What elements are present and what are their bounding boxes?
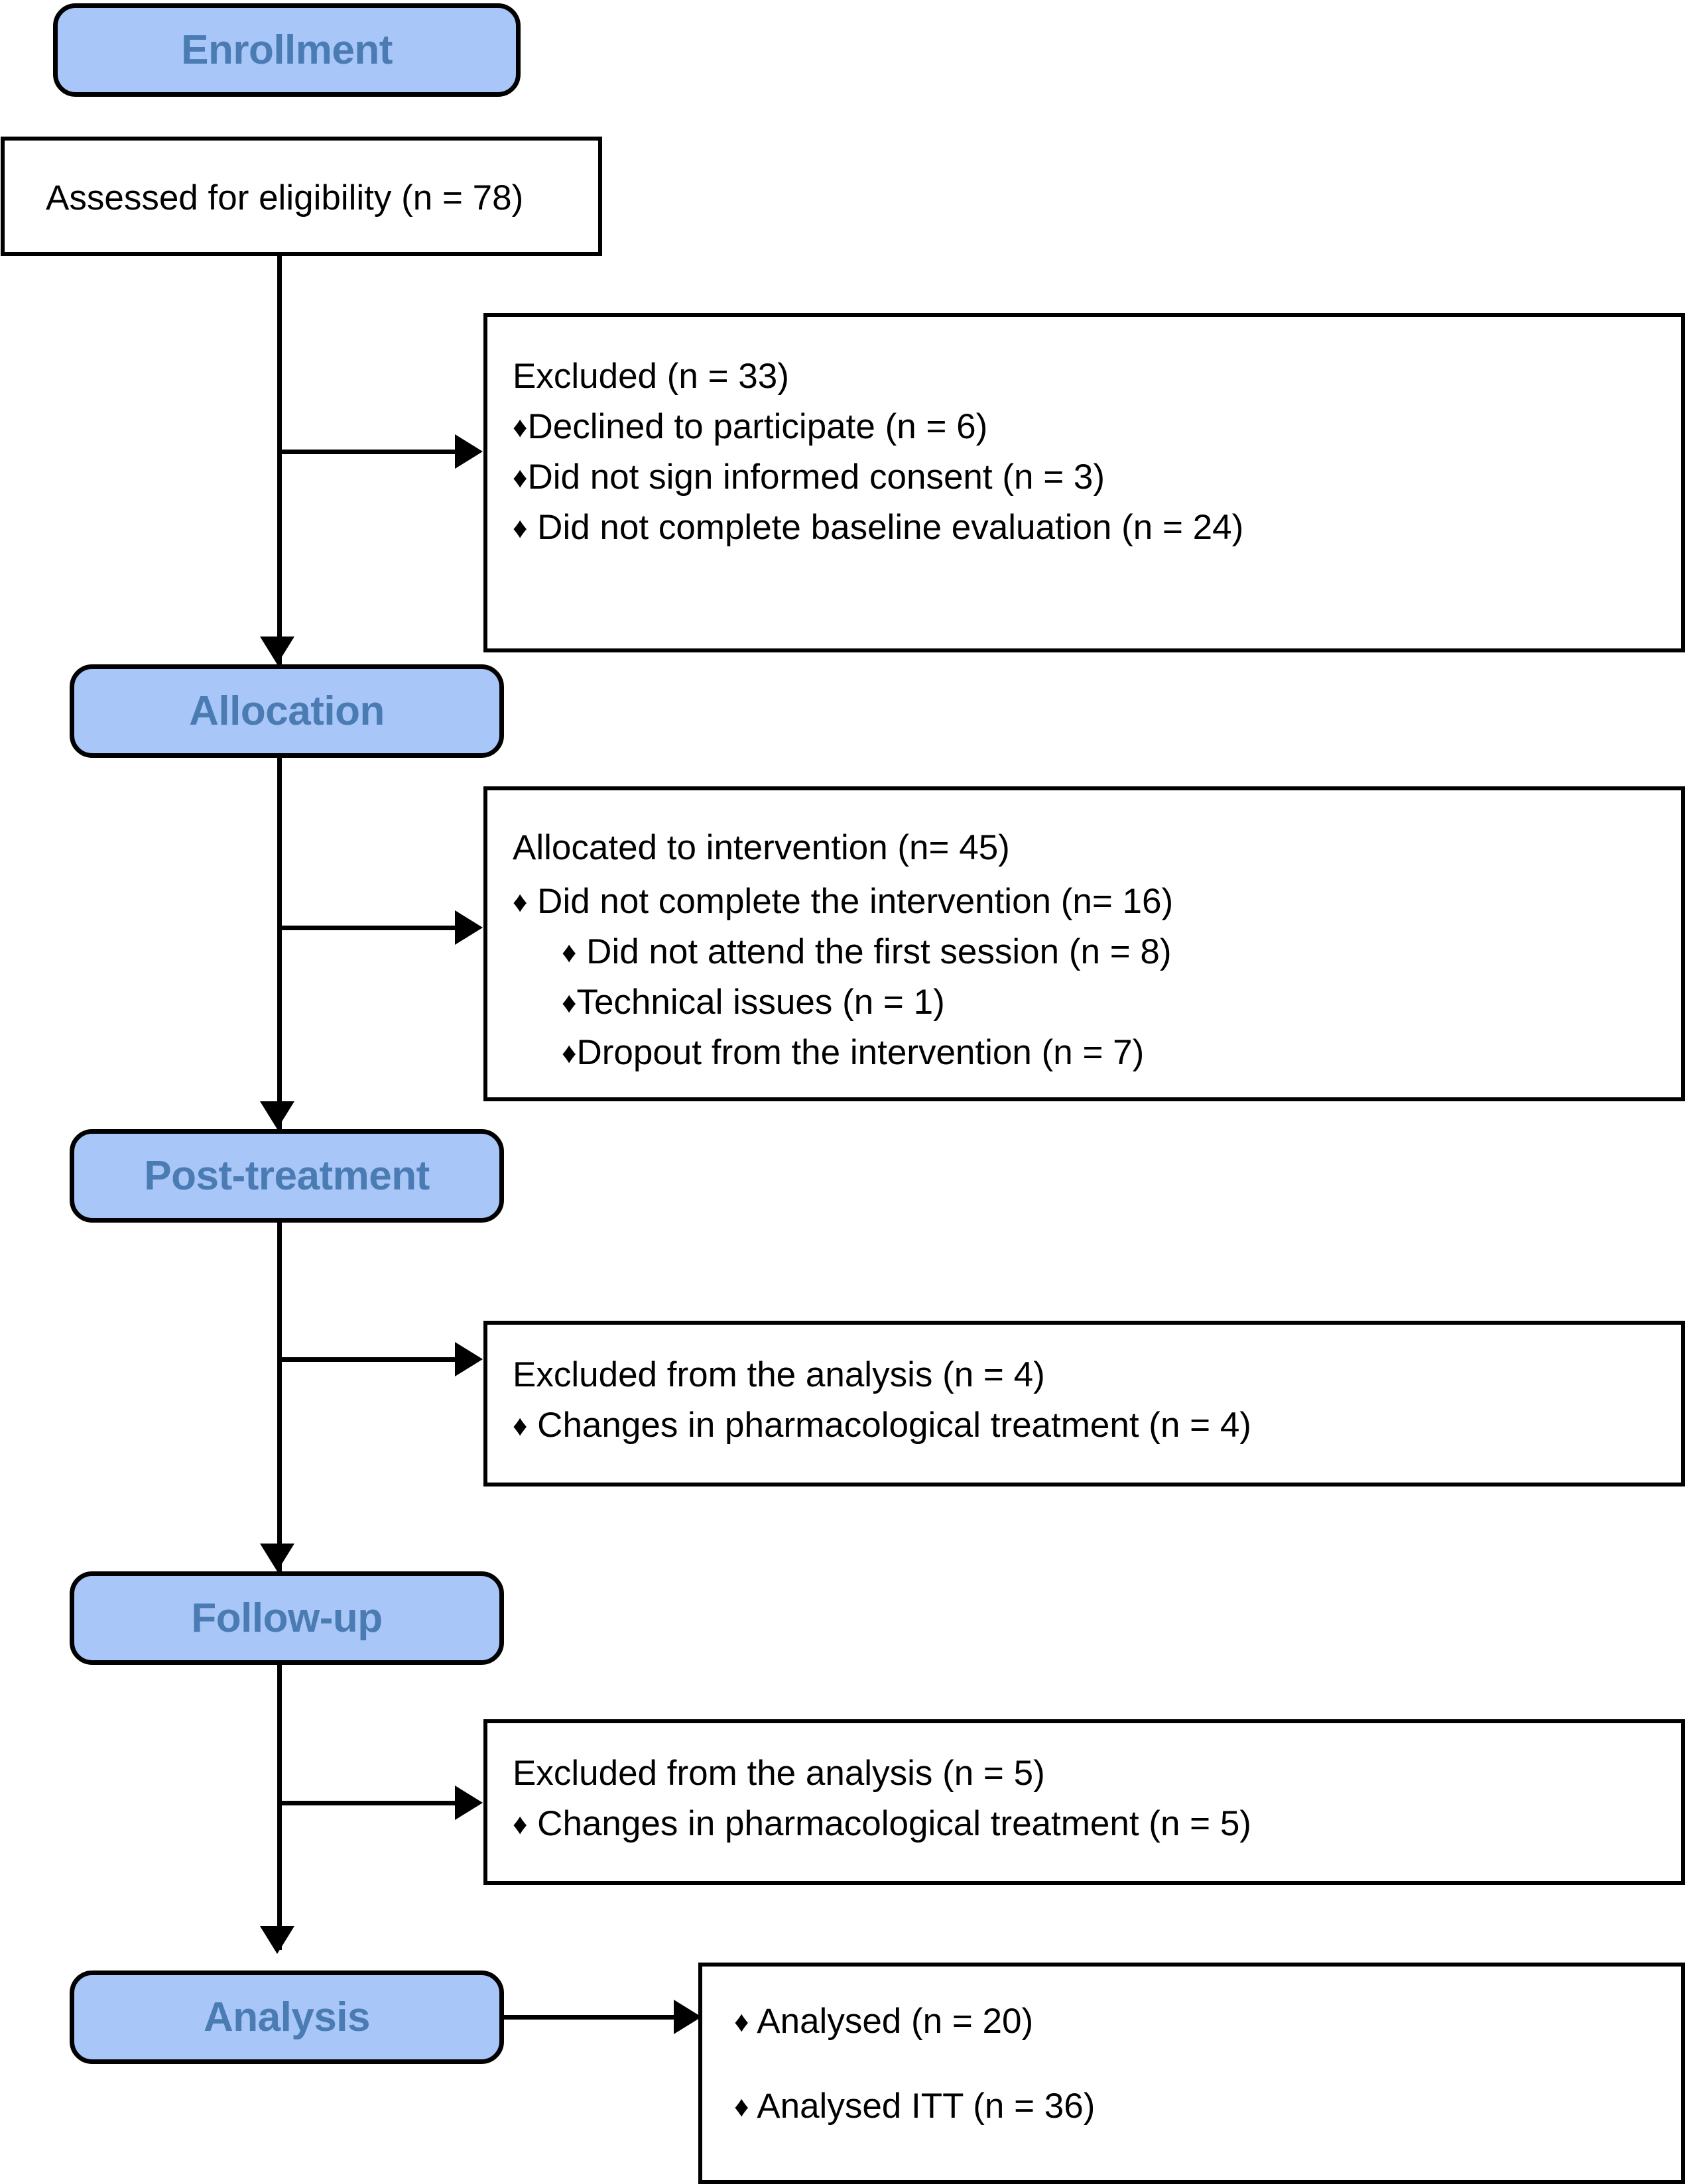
- stage-label-post-treatment: Post-treatment: [144, 1152, 430, 1199]
- box-line-allocated-4: ♦Dropout from the intervention (n = 7): [562, 1032, 1144, 1074]
- connector-allocation-to-post-treatment: [277, 758, 282, 1129]
- diamond-bullet-icon: ♦: [513, 411, 528, 444]
- diamond-bullet-icon: ♦: [562, 1037, 577, 1069]
- stage-box-analysis: Analysis: [70, 1971, 504, 2064]
- diamond-bullet-icon: ♦: [562, 936, 577, 969]
- box-line-excluded-2-text: Did not sign informed consent (n = 3): [527, 457, 1105, 497]
- diamond-bullet-icon: ♦: [562, 987, 577, 1019]
- box-line-excluded-fu-0: Excluded from the analysis (n = 5): [513, 1754, 1045, 1793]
- arrowhead-analysed: [674, 2000, 702, 2034]
- connector-allocation-to-allocated: [277, 926, 455, 930]
- box-line-assessed-0: Assessed for eligibility (n = 78): [46, 178, 524, 217]
- diamond-bullet-icon: ♦: [513, 886, 528, 918]
- stage-label-enrollment: Enrollment: [181, 27, 393, 73]
- box-line-analysed-1: ♦ Analysed ITT (n = 36): [734, 2086, 1095, 2128]
- stage-label-allocation: Allocation: [189, 688, 385, 734]
- box-line-excluded-post-1: ♦ Changes in pharmacological treatment (…: [513, 1405, 1251, 1447]
- box-analysed-results: ♦ Analysed (n = 20) ♦ Analysed ITT (n = …: [698, 1963, 1685, 2184]
- stage-box-follow-up: Follow-up: [70, 1571, 504, 1665]
- box-line-excluded-1: ♦Declined to participate (n = 6): [513, 406, 987, 448]
- box-line-allocated-3: ♦Technical issues (n = 1): [562, 982, 945, 1024]
- arrowhead-excluded-follow-up: [455, 1786, 483, 1820]
- arrowhead-allocated: [455, 910, 483, 945]
- box-line-allocated-2: ♦ Did not attend the first session (n = …: [562, 932, 1172, 973]
- diamond-bullet-icon: ♦: [734, 2006, 749, 2038]
- box-line-allocated-2-text: Did not attend the first session (n = 8): [576, 932, 1172, 971]
- diamond-bullet-icon: ♦: [513, 1410, 528, 1442]
- arrowhead-follow-up: [260, 1544, 294, 1571]
- box-line-allocated-0: Allocated to intervention (n= 45): [513, 828, 1010, 867]
- box-allocated-to-intervention: Allocated to intervention (n= 45) ♦ Did …: [483, 786, 1685, 1101]
- box-excluded-post-treatment: Excluded from the analysis (n = 4) ♦ Cha…: [483, 1321, 1685, 1486]
- box-line-excluded-post-0: Excluded from the analysis (n = 4): [513, 1355, 1045, 1394]
- connector-assessed-to-allocation: [277, 256, 282, 664]
- box-line-analysed-0-text: Analysed (n = 20): [749, 2002, 1034, 2041]
- arrowhead-allocation: [260, 637, 294, 664]
- arrowhead-excluded-enrollment: [455, 434, 483, 469]
- box-line-excluded-3-text: Did not complete baseline evaluation (n …: [527, 508, 1244, 547]
- box-line-allocated-4-text: Dropout from the intervention (n = 7): [576, 1033, 1145, 1072]
- box-line-allocated-1: ♦ Did not complete the intervention (n= …: [513, 881, 1173, 923]
- diamond-bullet-icon: ♦: [513, 461, 528, 494]
- diamond-bullet-icon: ♦: [513, 512, 528, 544]
- box-line-analysed-0: ♦ Analysed (n = 20): [734, 2001, 1033, 2043]
- box-line-excluded-post-1-text: Changes in pharmacological treatment (n …: [527, 1406, 1251, 1445]
- arrowhead-excluded-post: [455, 1342, 483, 1376]
- connector-assessed-to-excluded: [277, 450, 455, 454]
- box-line-excluded-2: ♦Did not sign informed consent (n = 3): [513, 457, 1105, 499]
- box-line-allocated-3-text: Technical issues (n = 1): [576, 983, 945, 1022]
- diamond-bullet-icon: ♦: [734, 2091, 749, 2123]
- stage-box-allocation: Allocation: [70, 664, 504, 758]
- box-line-analysed-1-text: Analysed ITT (n = 36): [749, 2087, 1096, 2126]
- box-assessed-for-eligibility: Assessed for eligibility (n = 78): [1, 137, 602, 256]
- box-line-excluded-fu-1: ♦ Changes in pharmacological treatment (…: [513, 1803, 1251, 1845]
- stage-box-enrollment: Enrollment: [53, 3, 521, 97]
- box-line-excluded-1-text: Declined to participate (n = 6): [527, 407, 988, 446]
- connector-post-treatment-to-follow-up: [277, 1223, 282, 1571]
- box-line-excluded-0: Excluded (n = 33): [513, 357, 789, 396]
- box-excluded-at-enrollment: Excluded (n = 33) ♦Declined to participa…: [483, 313, 1685, 652]
- arrowhead-post-treatment: [260, 1101, 294, 1129]
- connector-analysis-to-analysed: [504, 2015, 674, 2020]
- box-line-excluded-3: ♦ Did not complete baseline evaluation (…: [513, 507, 1243, 549]
- box-line-excluded-fu-1-text: Changes in pharmacological treatment (n …: [527, 1804, 1251, 1843]
- stage-label-follow-up: Follow-up: [191, 1595, 383, 1641]
- stage-label-analysis: Analysis: [203, 1994, 371, 2040]
- connector-follow-up-to-analysis: [277, 1665, 282, 1950]
- diamond-bullet-icon: ♦: [513, 1808, 528, 1841]
- stage-box-post-treatment: Post-treatment: [70, 1129, 504, 1223]
- box-excluded-follow-up: Excluded from the analysis (n = 5) ♦ Cha…: [483, 1719, 1685, 1885]
- arrowhead-analysis: [260, 1926, 294, 1954]
- connector-follow-up-to-excluded: [277, 1801, 455, 1805]
- connector-post-treatment-to-excluded: [277, 1357, 455, 1362]
- box-line-allocated-1-text: Did not complete the intervention (n= 16…: [527, 882, 1174, 921]
